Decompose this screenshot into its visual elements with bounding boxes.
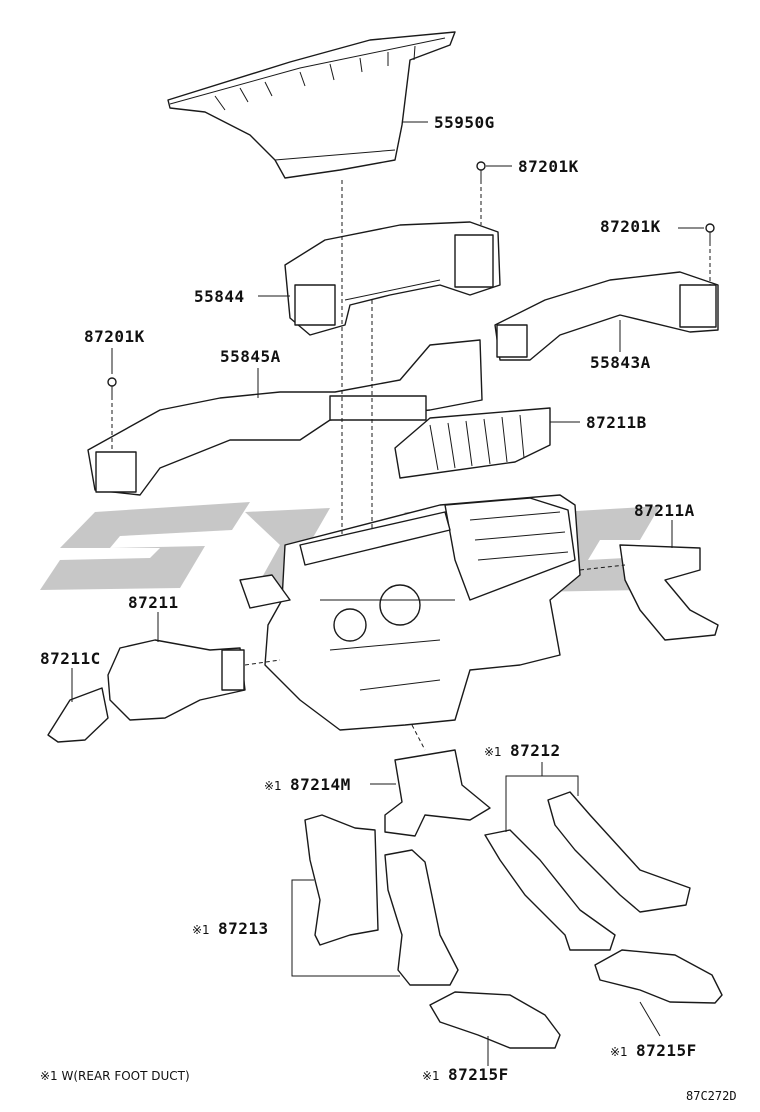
screw-87201k-c [107, 377, 117, 396]
screw-87201k-b [705, 223, 715, 242]
part-87211b [394, 407, 551, 479]
diagram-code: 87C272D [686, 1089, 737, 1103]
mark-87212: ※1 [484, 745, 502, 759]
label-87201k-c: 87201K [84, 327, 145, 346]
part-87211 [107, 639, 246, 721]
label-87201k-a: 87201K [518, 157, 579, 176]
part-87215f-b [594, 949, 723, 1004]
part-55950g [167, 31, 456, 179]
part-labels: 55950G 87201K 87201K 55844 55843A 87201K… [40, 113, 697, 1084]
label-87211a: 87211A [634, 501, 695, 520]
label-87213: 87213 [218, 919, 269, 938]
label-87211: 87211 [128, 593, 179, 612]
footnote: ※1 W(REAR FOOT DUCT) [40, 1069, 190, 1083]
part-55843a [494, 271, 719, 361]
label-87212: 87212 [510, 741, 561, 760]
hvac-unit [239, 494, 581, 731]
label-87215f-a: 87215F [448, 1065, 509, 1084]
part-87214m [384, 749, 491, 837]
label-55950g: 55950G [434, 113, 495, 132]
label-87211b: 87211B [586, 413, 647, 432]
label-55845a: 55845A [220, 347, 281, 366]
label-87211c: 87211C [40, 649, 101, 668]
mark-87214m: ※1 [264, 779, 282, 793]
mark-87213: ※1 [192, 923, 210, 937]
screw-87201k-a [476, 161, 486, 180]
mark-87215f-a: ※1 [422, 1069, 440, 1083]
leader-lines [71, 121, 704, 1066]
label-87215f-b: 87215F [636, 1041, 697, 1060]
mark-87215f-b: ※1 [610, 1045, 628, 1059]
part-87211a [619, 544, 719, 641]
part-87211c [47, 687, 109, 743]
part-87212 [484, 791, 691, 951]
part-55844 [284, 221, 501, 336]
label-87201k-b: 87201K [600, 217, 661, 236]
alignment-lines [111, 180, 711, 751]
label-87214m: 87214M [290, 775, 351, 794]
part-87215f-a [429, 991, 561, 1049]
part-87213 [304, 814, 459, 986]
label-55844: 55844 [194, 287, 245, 306]
label-55843a: 55843A [590, 353, 651, 372]
part-55845a [87, 339, 483, 496]
